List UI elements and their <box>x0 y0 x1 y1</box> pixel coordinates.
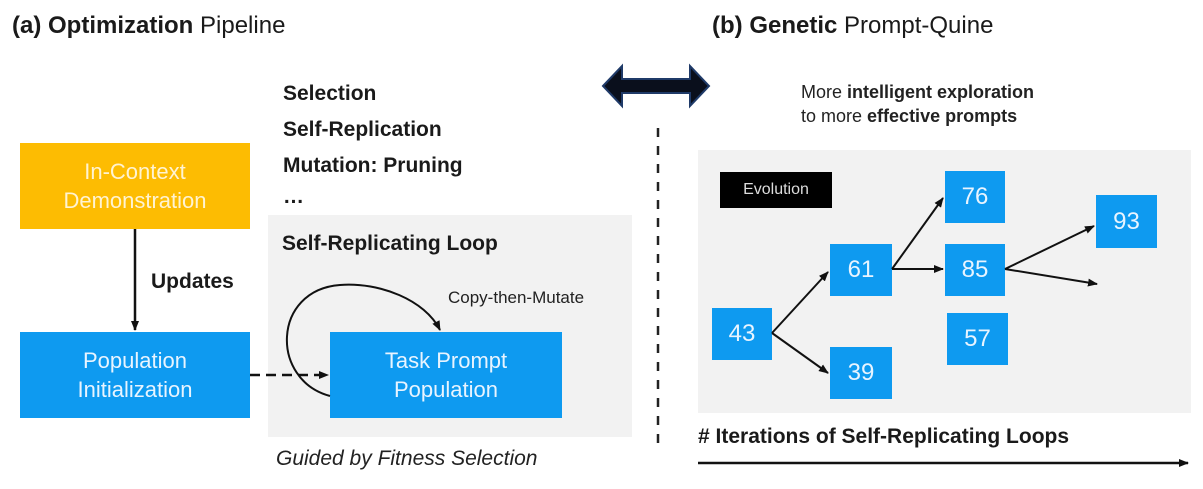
subtitle-line1-bold: intelligent exploration <box>847 82 1035 102</box>
copy-then-mutate-loop-arrow <box>285 283 441 397</box>
self-replicating-loop-title: Self-Replicating Loop <box>282 232 498 255</box>
panel-b-title-rest: Prompt-Quine <box>844 12 994 39</box>
node-61: 61 <box>830 244 892 296</box>
panel-a-title: (a) Optimization Pipeline <box>12 12 285 40</box>
edge-85-next <box>1004 268 1098 287</box>
node-85: 85 <box>945 244 1005 296</box>
node-93: 93 <box>1096 195 1157 248</box>
in-context-demonstration-box: In-Context Demonstration <box>20 143 250 229</box>
subtitle-line1-plain: More <box>801 82 843 102</box>
panel-a-title-bold: Optimization <box>48 12 194 39</box>
copy-then-mutate-label: Copy-then-Mutate <box>448 288 585 307</box>
edge-85-93 <box>1004 225 1095 270</box>
operator-selection: Selection <box>283 82 377 105</box>
in-context-line1: In-Context <box>84 159 186 184</box>
panel-a-prefix: (a) <box>12 12 42 39</box>
node-76: 76 <box>945 171 1005 223</box>
task-prompt-population-box: Task Prompt Population <box>330 332 562 418</box>
population-line1: Population <box>83 348 187 373</box>
population-line2: Initialization <box>77 377 193 402</box>
population-initialization-box: Population Initialization <box>20 332 250 418</box>
edge-43-39 <box>771 332 829 374</box>
subtitle-line2: to more effective prompts <box>801 104 1034 128</box>
iterations-axis-label: # Iterations of Self-Replicating Loops <box>698 425 1070 448</box>
guided-by-fitness-caption: Guided by Fitness Selection <box>276 447 538 470</box>
node-43: 43 <box>712 308 772 360</box>
double-arrow-icon <box>601 63 711 109</box>
node-57: 57 <box>947 313 1008 365</box>
panel-a-title-rest: Pipeline <box>200 12 286 39</box>
task-prompt-line2: Population <box>394 377 498 402</box>
operator-list: Selection Self-Replication Mutation: Pru… <box>283 76 463 210</box>
panel-b-title: (b) Genetic Prompt-Quine <box>712 12 993 40</box>
subtitle-line1: More intelligent exploration <box>801 80 1034 104</box>
panel-b-title-bold: Genetic <box>749 12 838 39</box>
panel-b-subtitle: More intelligent exploration to more eff… <box>801 80 1034 128</box>
subtitle-line2-plain: to more <box>801 106 863 126</box>
subtitle-line2-bold: effective prompts <box>867 106 1018 126</box>
operator-mutation-pruning: Mutation: Pruning <box>283 154 463 177</box>
evolution-tag: Evolution <box>720 172 832 208</box>
updates-label: Updates <box>151 270 234 293</box>
node-39: 39 <box>830 347 892 399</box>
panel-b-prefix: (b) <box>712 12 743 39</box>
in-context-line2: Demonstration <box>63 188 207 213</box>
edge-61-76 <box>891 197 944 270</box>
operator-ellipsis: … <box>283 185 304 208</box>
task-prompt-line1: Task Prompt <box>384 348 508 373</box>
edge-43-61 <box>771 271 829 334</box>
operator-self-replication: Self-Replication <box>283 118 442 141</box>
